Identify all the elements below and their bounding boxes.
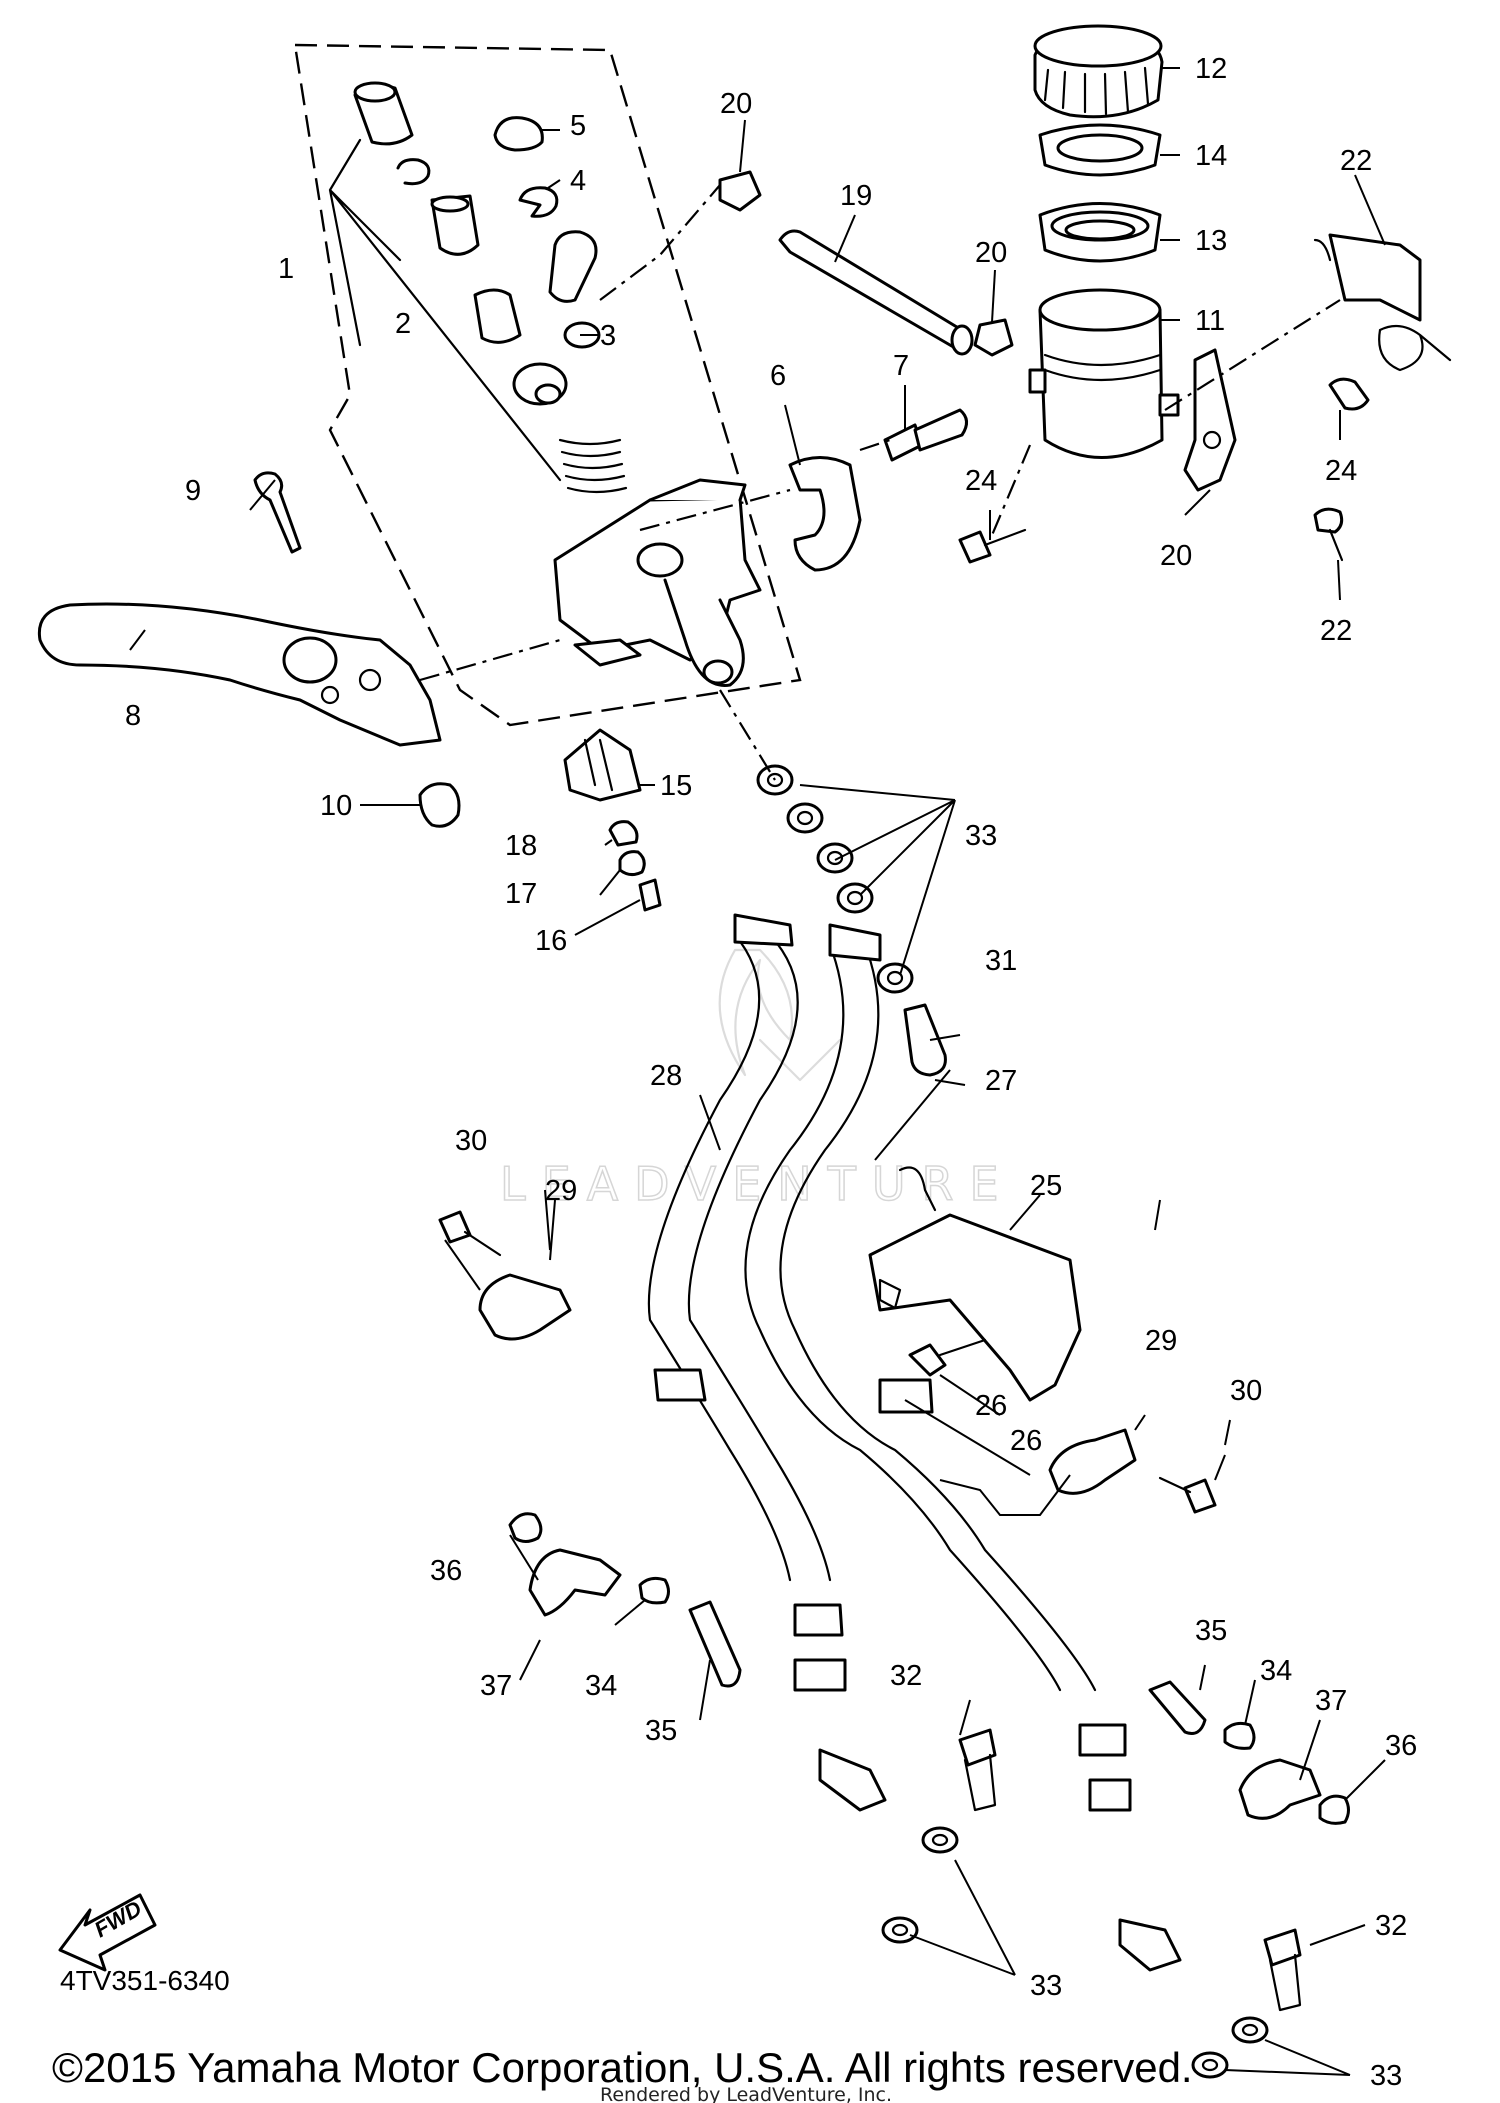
callout-30-a: 30 xyxy=(455,1125,487,1157)
watermark-text: LEADVENTURE xyxy=(500,1157,1015,1211)
callout-14: 14 xyxy=(1195,140,1227,172)
hose-bracket xyxy=(868,1166,1082,1402)
callout-28: 28 xyxy=(650,1060,682,1092)
callout-31: 31 xyxy=(985,945,1017,977)
rendered-by: Rendered by LeadVenture, Inc. xyxy=(600,2084,892,2103)
callout-8: 8 xyxy=(125,700,141,732)
clamps-29-30 xyxy=(438,1210,1217,1514)
callout-30-b: 30 xyxy=(1230,1375,1262,1407)
reservoir-bracket xyxy=(958,233,1452,564)
callout-12: 12 xyxy=(1195,53,1227,85)
callout-26-a: 26 xyxy=(1010,1425,1042,1457)
leader-lines xyxy=(129,67,1386,2076)
callout-34-a: 34 xyxy=(585,1670,617,1702)
callout-34-b: 34 xyxy=(1260,1655,1292,1687)
callout-1: 1 xyxy=(278,253,294,285)
union-bolts-32 xyxy=(881,1728,1302,2079)
callout-9: 9 xyxy=(185,475,201,507)
callout-11: 11 xyxy=(1195,305,1225,337)
callout-3: 3 xyxy=(600,320,616,352)
callout-33-c: 33 xyxy=(1370,2060,1402,2092)
callout-25: 25 xyxy=(1030,1170,1062,1202)
part-code: 4TV351-6340 xyxy=(60,1965,230,1996)
callout-13: 13 xyxy=(1195,225,1227,257)
callout-18: 18 xyxy=(505,830,537,862)
callout-32-a: 32 xyxy=(890,1660,922,1692)
callout-37-b: 37 xyxy=(1315,1685,1347,1717)
fwd-arrow: FWD xyxy=(58,1893,157,1972)
union-bolt-31 xyxy=(903,1003,947,1077)
reservoir-hose xyxy=(718,170,1014,357)
callout-19: 19 xyxy=(840,180,872,212)
callout-26-b: 26 xyxy=(975,1390,1007,1422)
assembly-outline xyxy=(293,43,802,727)
callout-16: 16 xyxy=(535,925,567,957)
callout-32-b: 32 xyxy=(1375,1910,1407,1942)
callout-27: 27 xyxy=(985,1065,1017,1097)
callout-20-a: 20 xyxy=(720,88,752,120)
master-cylinder-body xyxy=(553,478,762,687)
reservoir xyxy=(1028,24,1180,459)
assembly-lines xyxy=(419,184,1341,781)
callout-33-b: 33 xyxy=(1030,1970,1062,2002)
brake-hoses xyxy=(647,913,1182,1972)
callout-35-b: 35 xyxy=(1195,1615,1227,1647)
callout-36-b: 36 xyxy=(1385,1730,1417,1762)
callout-2: 2 xyxy=(395,308,411,340)
holder-and-bolt xyxy=(788,408,968,572)
callout-10: 10 xyxy=(320,790,352,822)
callout-15: 15 xyxy=(660,770,692,802)
callout-35-a: 35 xyxy=(645,1715,677,1747)
callout-17: 17 xyxy=(505,878,537,910)
callout-4: 4 xyxy=(570,165,586,197)
small-seals xyxy=(493,116,601,349)
callout-21: 20 xyxy=(1160,540,1192,572)
piston-kit xyxy=(328,81,628,494)
callout-24-a: 24 xyxy=(965,465,997,497)
callout-7: 7 xyxy=(893,350,909,382)
callout-23: 22 xyxy=(1340,145,1372,177)
callout-6: 6 xyxy=(770,360,786,392)
clamps-34-37 xyxy=(508,1512,1350,1825)
callout-labels: 12 14 13 11 5 4 3 1 2 6 7 20 20 19 9 8 1… xyxy=(125,53,1417,2092)
callout-20-b: 20 xyxy=(975,237,1007,269)
callout-24-b: 24 xyxy=(1325,455,1357,487)
callout-22: 22 xyxy=(1320,615,1352,647)
copyright-notice: ©2015 Yamaha Motor Corporation, U.S.A. A… xyxy=(52,2044,1193,2091)
callout-29-a: 29 xyxy=(545,1175,577,1207)
callout-5: 5 xyxy=(570,110,586,142)
stop-switch xyxy=(563,728,662,912)
brake-lever xyxy=(37,471,461,828)
callout-29-b: 29 xyxy=(1145,1325,1177,1357)
callout-37-a: 37 xyxy=(480,1670,512,1702)
callout-33-a: 33 xyxy=(965,820,997,852)
callout-36-a: 36 xyxy=(430,1555,462,1587)
leadventure-watermark: LEADVENTURE xyxy=(499,948,1015,1212)
